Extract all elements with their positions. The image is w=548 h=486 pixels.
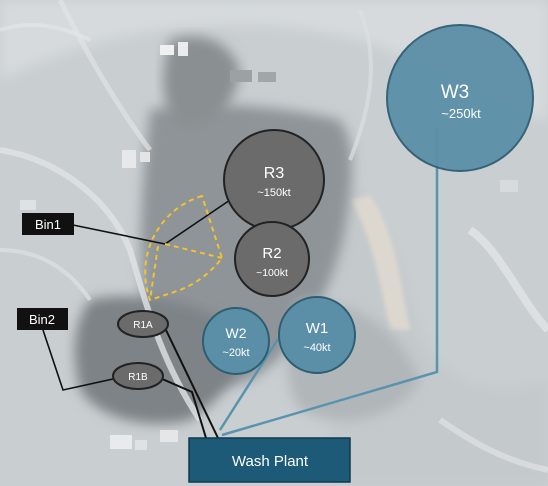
stockpile-r1b-name: R1B [128,372,148,383]
bin2-label-text: Bin2 [29,312,55,327]
bin1-label-text: Bin1 [35,217,61,232]
stockpile-r1a-name: R1A [133,320,153,331]
stockpile-w1-size: ~40kt [303,342,330,354]
connector-bin2 [42,329,123,391]
bin1-label[interactable]: Bin1 [22,213,74,235]
stockpile-r3-name: R3 [264,165,285,182]
stockpile-r1b[interactable]: R1B [112,362,164,390]
stockpile-w2[interactable]: W2 ~20kt [202,307,270,375]
stockpile-r3[interactable]: R3 ~150kt [223,129,325,231]
stockpile-r2-name: R2 [262,245,281,262]
stockpile-w1[interactable]: W1 ~40kt [278,296,356,374]
stockpile-w3[interactable]: W3 ~250kt [386,24,534,172]
stockpile-r2-size: ~100kt [256,267,288,279]
wash-plant[interactable]: Wash Plant [188,437,351,483]
stockpile-r2[interactable]: R2 ~100kt [234,221,310,297]
stockpile-w2-size: ~20kt [222,347,249,359]
stockpile-r3-size: ~150kt [257,187,290,199]
wash-plant-label: Wash Plant [232,453,309,470]
stockpile-w1-name: W1 [306,320,329,337]
conveyor-r1b-wash-plant [159,377,207,439]
conveyor-w1-wash-plant [218,338,280,431]
conveyor-lines [42,128,439,439]
stockpile-w3-size: ~250kt [441,106,481,121]
conveyor-w3-wash-plant [221,128,439,437]
stockpile-r1a[interactable]: R1A [117,310,169,338]
conveyor-r1a-wash-plant [164,327,219,439]
stockpile-w2-name: W2 [226,325,247,341]
bin2-label[interactable]: Bin2 [17,308,68,330]
stockpile-w3-name: W3 [441,82,470,103]
reclaim-zone [144,194,224,302]
